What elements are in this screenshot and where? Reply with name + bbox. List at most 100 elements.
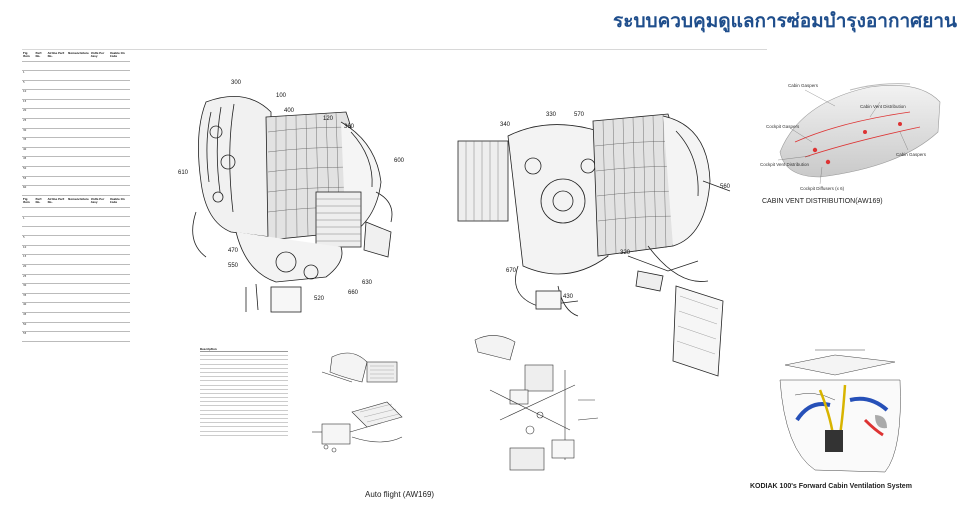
table-row: 40 (22, 302, 130, 314)
legend-cell (200, 380, 288, 386)
engine-left-callouts: 300 100 400 120 360 600 610 470 550 520 … (178, 80, 404, 302)
cell-desc (67, 312, 90, 323)
cell-airline (46, 216, 68, 227)
callout-label: 670 (506, 268, 517, 274)
cell-airline (46, 61, 68, 72)
callout-label: 600 (394, 158, 404, 164)
cell-airline (46, 108, 68, 120)
cell-qty (89, 176, 109, 187)
page-title: ระบบควบคุมดูแลการซ่อมบำรุงอากาศยาน (613, 10, 957, 32)
cell-desc (67, 89, 90, 100)
vent-label: Cockpit Diffusers (x 6) (800, 186, 845, 191)
cell-airline (46, 274, 68, 285)
autoflight-legend-table: Description (200, 348, 288, 436)
table-row: 50 (22, 166, 130, 177)
cell-part (34, 108, 47, 120)
cell-ref (108, 89, 130, 100)
table-row (200, 385, 288, 390)
parts-table-header: Fig Item Part No. Airline Part No. Nomen… (22, 52, 130, 62)
legend-cell (200, 397, 288, 403)
parts-table-header: Fig Item Part No. Airline Part No. Nomen… (22, 198, 130, 208)
cell-ref (108, 302, 130, 314)
cell-item: 35 (22, 137, 35, 148)
cell-airline (46, 176, 68, 187)
cell-qty (89, 264, 109, 275)
cell-desc (67, 156, 90, 168)
cell-qty (89, 312, 109, 323)
cell-part (34, 147, 47, 158)
legend-cell (200, 431, 288, 436)
legend-cell (200, 376, 288, 382)
col-part-no: Part No. (34, 198, 47, 208)
vent-label: Cabin Vent Distribution (860, 104, 906, 109)
legend-cell (200, 368, 288, 373)
cell-ref (108, 245, 130, 256)
cell-desc (67, 207, 90, 218)
cell-desc (67, 61, 90, 72)
vent-label: Cabin Gaspers (896, 152, 927, 157)
cabin-vent-illustration: Cabin Gaspers Cabin Vent Distribution Co… (760, 83, 941, 191)
cell-desc (67, 254, 90, 266)
vent-label: Cabin Gaspers (788, 83, 819, 88)
cell-ref (108, 147, 130, 158)
cell-desc (67, 108, 90, 120)
cell-desc (67, 147, 90, 158)
callout-label: 630 (362, 280, 373, 286)
legend-cell (200, 364, 288, 369)
cell-item: 5 (22, 80, 35, 91)
cell-qty (89, 254, 109, 266)
table-row (200, 405, 288, 411)
cell-ref (108, 331, 130, 342)
table-row (200, 376, 288, 382)
callout-label: 360 (344, 124, 355, 130)
col-units: Units Per Assy (89, 198, 109, 208)
callout-label: 560 (720, 184, 731, 190)
cell-airline (46, 245, 68, 256)
cell-part (34, 118, 47, 129)
callout-label: 610 (178, 170, 189, 176)
cell-desc (67, 176, 90, 187)
cell-part (34, 274, 47, 285)
table-row (200, 380, 288, 386)
cell-qty (89, 70, 109, 81)
cell-part (34, 235, 47, 246)
table-row: 25 (22, 118, 130, 129)
legend-cell (200, 355, 288, 361)
cell-ref (108, 207, 130, 218)
callout-label: 430 (563, 294, 574, 300)
cell-part (34, 226, 47, 237)
cell-qty (89, 235, 109, 246)
cell-item (22, 61, 35, 72)
cell-desc (67, 322, 90, 333)
callout-label: 520 (314, 296, 325, 302)
cell-ref (108, 254, 130, 266)
cell-qty (89, 185, 109, 196)
cell-ref (108, 185, 130, 196)
cell-item: 45 (22, 312, 35, 323)
cell-qty (89, 128, 109, 139)
table-row (200, 410, 288, 415)
cell-desc (67, 70, 90, 81)
cell-airline (46, 207, 68, 218)
engine-right-callouts: 340 330 570 560 320 670 430 (500, 112, 731, 300)
table-row: 5 (22, 235, 130, 246)
cell-qty (89, 245, 109, 256)
callout-label: 300 (231, 80, 242, 86)
cell-airline (46, 166, 68, 177)
cell-part (34, 70, 47, 81)
cell-part (34, 331, 47, 342)
callout-label: 570 (574, 112, 585, 118)
legend-cell (200, 389, 288, 394)
cell-airline (46, 302, 68, 314)
callout-label: 660 (348, 290, 359, 296)
cell-qty (89, 80, 109, 91)
col-airline-part: Airline Part No. (46, 198, 68, 208)
cell-airline (46, 156, 68, 168)
cell-ref (108, 283, 130, 294)
cell-airline (46, 99, 68, 110)
cell-desc (67, 235, 90, 246)
legend-cell (200, 372, 288, 378)
table-row: 35 (22, 137, 130, 148)
table-row (200, 364, 288, 369)
cell-qty (89, 137, 109, 148)
